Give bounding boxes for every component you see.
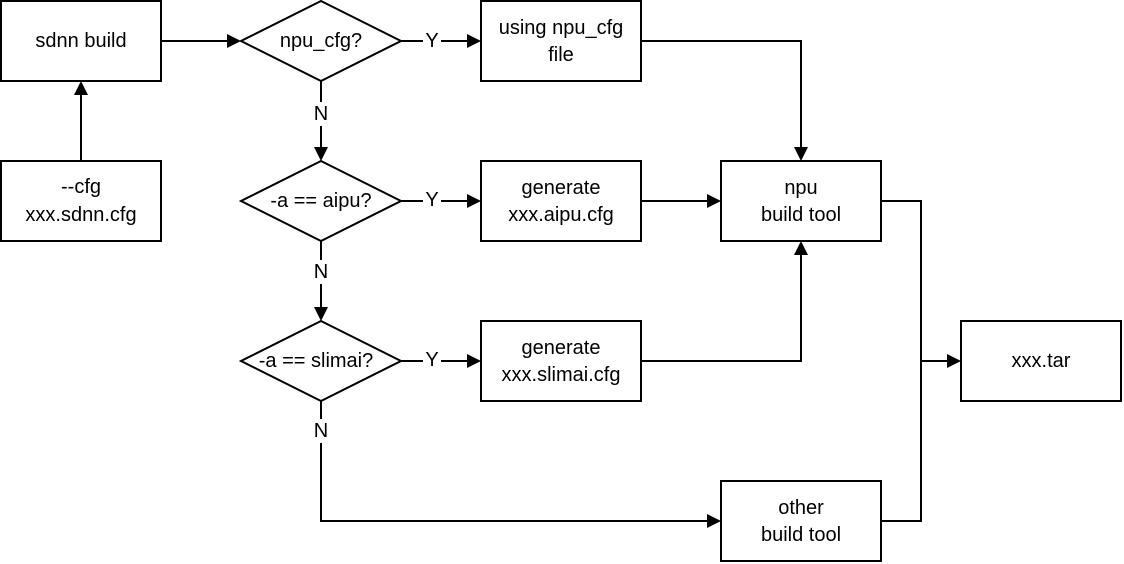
node-cfg-option-line-2: xxx.sdnn.cfg bbox=[25, 204, 136, 226]
arrowhead-npu-build-top bbox=[794, 147, 808, 161]
edge-label-aipu-yes: Y bbox=[425, 189, 438, 211]
arrowhead-sdnn-build bbox=[74, 81, 88, 95]
node-aipu-decision-label: -a == aipu? bbox=[270, 190, 371, 212]
node-npu-build-tool-line-1: npu bbox=[784, 177, 817, 199]
node-npu-cfg-decision: npu_cfg? bbox=[238, 0, 404, 83]
node-other-build-tool-line-1: other bbox=[778, 497, 824, 519]
arrowhead-generate-slimai bbox=[467, 354, 481, 368]
node-slimai-decision-label: -a == slimai? bbox=[259, 350, 374, 372]
edge-label-npu-cfg-no: N bbox=[314, 103, 328, 125]
node-generate-aipu-cfg: generate xxx.aipu.cfg bbox=[480, 160, 642, 242]
edge-using-npu-cfg-to-npu-build bbox=[641, 40, 802, 151]
edge-label-npu-cfg-yes: Y bbox=[425, 30, 438, 52]
arrowhead-other-build-tool bbox=[707, 514, 721, 528]
node-using-npu-cfg-file-line-1: using npu_cfg bbox=[499, 17, 624, 39]
arrowhead-slimai-decision bbox=[314, 307, 328, 321]
edge-slimai-no bbox=[320, 401, 711, 522]
node-slimai-decision: -a == slimai? bbox=[238, 319, 404, 403]
arrowhead-using-npu-cfg bbox=[467, 34, 481, 48]
node-output-tar-label: xxx.tar bbox=[1012, 350, 1071, 372]
arrowhead-npu-build-bottom bbox=[794, 241, 808, 255]
node-using-npu-cfg-file-line-2: file bbox=[548, 44, 574, 66]
arrowhead-generate-aipu bbox=[467, 194, 481, 208]
node-other-build-tool: other build tool bbox=[720, 480, 882, 562]
edge-label-slimai-no: N bbox=[314, 420, 328, 442]
node-npu-build-tool: npu build tool bbox=[720, 160, 882, 242]
edges bbox=[74, 34, 961, 528]
node-generate-slimai-cfg-line-1: generate bbox=[522, 337, 601, 359]
node-other-build-tool-line-2: build tool bbox=[761, 524, 841, 546]
node-using-npu-cfg-file: using npu_cfg file bbox=[480, 0, 642, 82]
node-aipu-decision: -a == aipu? bbox=[238, 159, 404, 243]
node-npu-build-tool-line-2: build tool bbox=[761, 204, 841, 226]
edge-other-build-to-tar bbox=[881, 361, 922, 522]
node-generate-aipu-cfg-line-1: generate bbox=[522, 177, 601, 199]
node-cfg-option-line-1: --cfg bbox=[61, 176, 101, 198]
edge-label-slimai-yes: Y bbox=[425, 349, 438, 371]
arrowhead-aipu-decision bbox=[314, 147, 328, 161]
edge-label-aipu-no: N bbox=[314, 261, 328, 283]
arrowhead-output-tar bbox=[947, 354, 961, 368]
arrowhead-npu-cfg-decision bbox=[227, 34, 241, 48]
node-generate-slimai-cfg: generate xxx.slimai.cfg bbox=[480, 320, 642, 402]
node-output-tar: xxx.tar bbox=[960, 320, 1122, 402]
node-cfg-option: --cfg xxx.sdnn.cfg bbox=[0, 160, 162, 242]
edge-npu-build-to-tar bbox=[881, 200, 951, 362]
node-generate-slimai-cfg-line-2: xxx.slimai.cfg bbox=[502, 364, 621, 386]
arrowhead-npu-build-left bbox=[707, 194, 721, 208]
node-generate-aipu-cfg-line-2: xxx.aipu.cfg bbox=[508, 204, 614, 226]
edge-generate-slimai-to-npu-build bbox=[641, 251, 802, 362]
node-npu-cfg-decision-label: npu_cfg? bbox=[280, 30, 362, 52]
node-sdnn-build-label: sdnn build bbox=[35, 30, 126, 52]
edge-labels: Y N Y N Y N bbox=[312, 29, 441, 443]
node-sdnn-build: sdnn build bbox=[0, 0, 162, 82]
